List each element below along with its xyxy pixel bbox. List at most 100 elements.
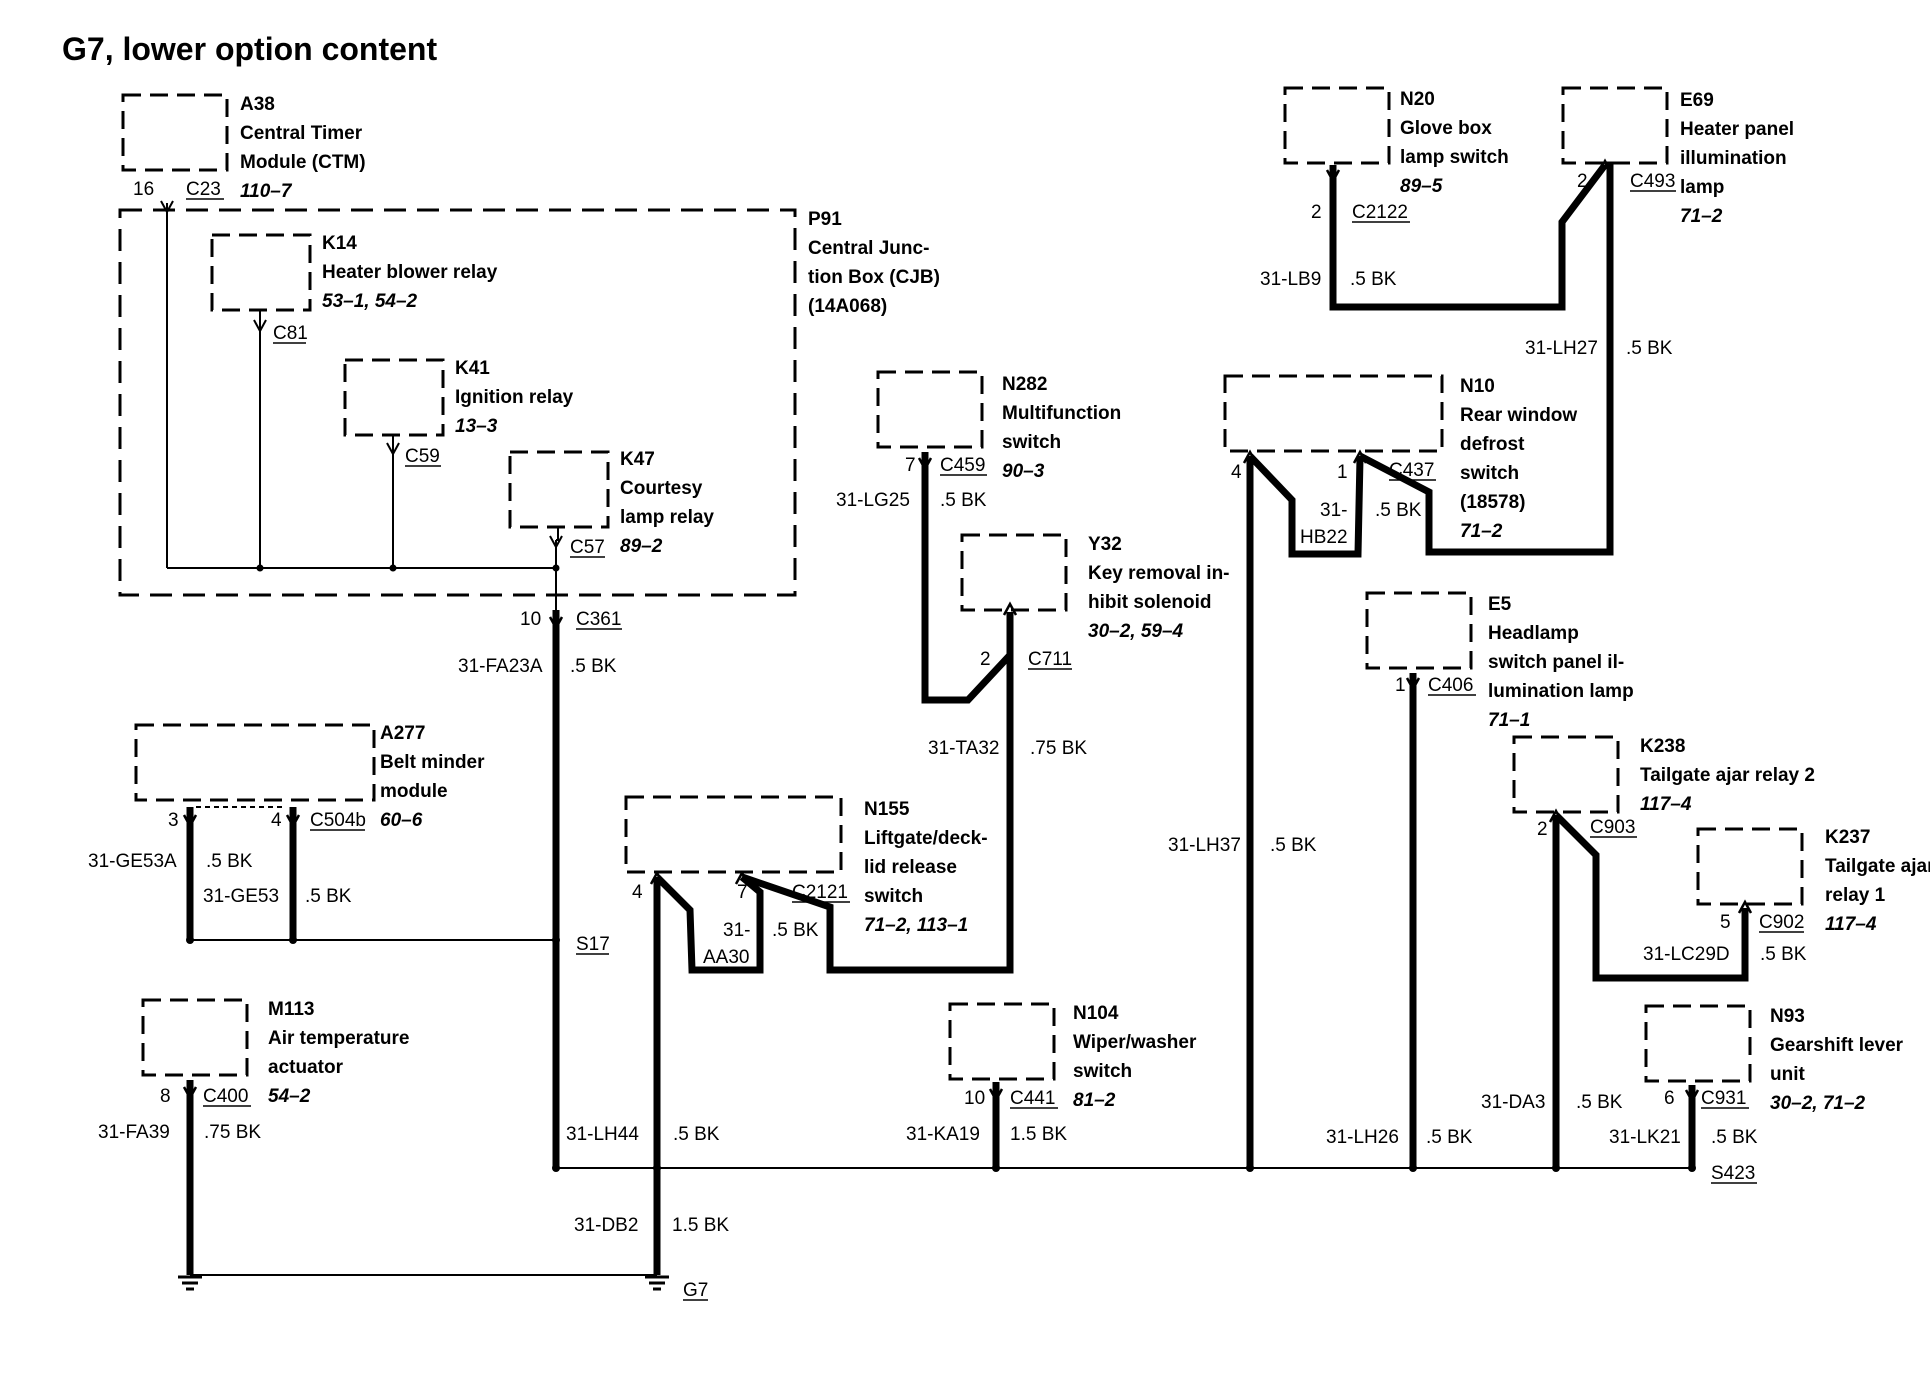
svg-text:4: 4 [1231,462,1242,483]
svg-text:.5 BK: .5 BK [570,656,617,677]
svg-text:K237: K237 [1825,827,1870,848]
svg-text:89–5: 89–5 [1400,176,1443,197]
svg-text:lamp relay: lamp relay [620,507,714,528]
component-box-n282 [876,370,984,449]
component-k238: K238 Tailgate ajar relay 2 117–4 [1640,736,1815,815]
svg-text:defrost: defrost [1460,434,1525,455]
svg-text:117–4: 117–4 [1825,914,1877,935]
svg-text:31-LH44: 31-LH44 [566,1124,639,1145]
svg-text:31-DA3: 31-DA3 [1481,1092,1545,1113]
svg-text:.5 BK: .5 BK [1626,338,1673,359]
svg-text:Courtesy: Courtesy [620,478,703,499]
svg-text:7: 7 [737,882,748,903]
svg-text:71–2: 71–2 [1680,206,1723,227]
svg-text:C459: C459 [940,455,985,476]
wire-label-fa23a: 31-FA23A .5 BK [458,656,617,677]
wire-label-lg25: 31-LG25 .5 BK [836,490,987,511]
svg-text:switch: switch [1073,1061,1132,1082]
svg-text:C441: C441 [1010,1088,1055,1109]
wire-label-ka19: 31-KA19 1.5 BK [906,1124,1067,1145]
svg-text:Key removal in-: Key removal in- [1088,563,1230,584]
component-box-y32 [960,533,1068,612]
connector-c711: 2 C711 [980,649,1072,670]
svg-text:.5 BK: .5 BK [772,920,819,941]
svg-text:30–2, 71–2: 30–2, 71–2 [1770,1093,1866,1114]
svg-text:16: 16 [133,179,154,200]
component-y32: Y32 Key removal in- hibit solenoid 30–2,… [1088,534,1230,642]
wire-label-ge53a: 31-GE53A .5 BK [88,851,253,872]
connector-c903: 2 C903 [1537,817,1637,840]
component-m113: M113 Air temperature actuator 54–2 [268,999,410,1107]
component-box-m113 [141,998,249,1077]
wire-label-ge53: 31-GE53 .5 BK [203,886,352,907]
svg-text:AA30: AA30 [703,947,749,968]
svg-text:P91: P91 [808,209,842,230]
connector-c23: 16 C23 [133,179,224,200]
svg-text:C504b: C504b [310,810,366,831]
svg-text:C81: C81 [273,323,308,344]
svg-text:K41: K41 [455,358,490,379]
svg-text:S17: S17 [576,934,610,955]
component-box-a277 [134,723,376,802]
svg-text:C57: C57 [570,537,605,558]
svg-text:2: 2 [980,649,991,670]
svg-text:4: 4 [271,810,282,831]
svg-text:60–6: 60–6 [380,810,423,831]
svg-text:Module (CTM): Module (CTM) [240,152,366,173]
wire-label-lh27: 31-LH27 .5 BK [1525,338,1673,359]
svg-text:Headlamp: Headlamp [1488,623,1579,644]
svg-text:Tailgate ajar: Tailgate ajar [1825,856,1930,877]
svg-text:31-LH37: 31-LH37 [1168,835,1241,856]
svg-text:2: 2 [1537,819,1548,840]
component-box-n155 [624,795,843,874]
connector-c57: C57 [570,537,605,558]
svg-text:C400: C400 [203,1086,248,1107]
svg-text:C406: C406 [1428,675,1473,696]
svg-text:8: 8 [160,1086,171,1107]
svg-text:31-LH26: 31-LH26 [1326,1127,1399,1148]
svg-text:switch: switch [1002,432,1061,453]
component-n282: N282 Multifunction switch 90–3 [1002,374,1121,482]
svg-text:81–2: 81–2 [1073,1090,1116,1111]
svg-text:unit: unit [1770,1064,1805,1085]
ground-wires [186,161,1749,1275]
component-box-n10 [1223,374,1444,453]
svg-text:31-FA39: 31-FA39 [98,1122,170,1143]
svg-text:.5 BK: .5 BK [1760,944,1807,965]
svg-text:switch: switch [864,886,923,907]
svg-text:N155: N155 [864,799,910,820]
component-a277: A277 Belt minder module 60–6 [380,723,485,831]
svg-text:10: 10 [520,609,541,630]
svg-text:2: 2 [1577,171,1588,192]
svg-text:C23: C23 [186,179,221,200]
wire-label-aa30: 31- AA30 .5 BK [703,920,819,968]
svg-text:31-TA32: 31-TA32 [928,738,999,759]
svg-text:Liftgate/deck-: Liftgate/deck- [864,828,988,849]
svg-text:C903: C903 [1590,817,1635,838]
svg-text:31-LB9: 31-LB9 [1260,269,1321,290]
svg-text:N10: N10 [1460,376,1495,397]
svg-text:lumination lamp: lumination lamp [1488,681,1634,702]
svg-text:Tailgate ajar relay 2: Tailgate ajar relay 2 [1640,765,1815,786]
svg-text:4: 4 [632,882,643,903]
svg-text:10: 10 [964,1088,985,1109]
svg-text:Belt minder: Belt minder [380,752,485,773]
component-k14: K14 Heater blower relay 53–1, 54–2 [322,233,498,312]
svg-text:31-: 31- [1320,500,1347,521]
component-k41: K41 Ignition relay 13–3 [455,358,574,437]
svg-text:30–2, 59–4: 30–2, 59–4 [1088,621,1184,642]
svg-text:G7: G7 [683,1280,708,1301]
svg-text:31-LH27: 31-LH27 [1525,338,1598,359]
connector-c59: C59 [405,446,441,467]
svg-text:Wiper/washer: Wiper/washer [1073,1032,1197,1053]
splice-s423: S423 [1711,1163,1757,1184]
component-box-k237 [1696,827,1804,906]
cjb-internal-wiring [160,200,563,610]
svg-text:31-: 31- [723,920,750,941]
svg-text:lamp switch: lamp switch [1400,147,1509,168]
svg-text:Central Junc-: Central Junc- [808,238,929,259]
svg-text:3: 3 [168,810,179,831]
svg-text:C902: C902 [1759,912,1804,933]
component-box-k41 [343,358,445,437]
svg-text:53–1, 54–2: 53–1, 54–2 [322,291,418,312]
